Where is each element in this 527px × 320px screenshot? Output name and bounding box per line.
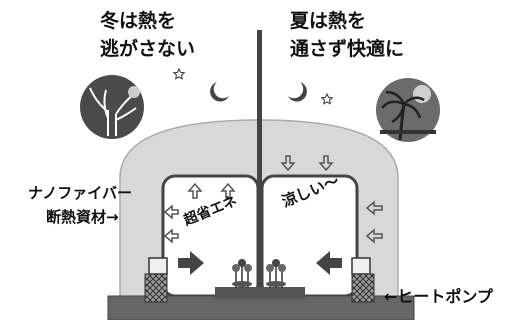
plant-right <box>266 259 286 288</box>
arrow-left-icon <box>316 251 342 275</box>
crescent-moon-icon-2 <box>288 82 307 102</box>
palm-tree-sun-icon <box>376 78 440 142</box>
summer-caption-line1: 夏は熱を <box>290 10 367 32</box>
center-pole <box>257 30 262 298</box>
heat-pump-left <box>144 257 168 303</box>
heat-up-arrows <box>187 182 236 199</box>
winter-caption-line2: 逃がさない <box>100 38 196 60</box>
crescent-moon-icon <box>210 82 229 102</box>
star-icon <box>172 67 186 80</box>
arrow-right-icon <box>178 251 204 275</box>
star-icon-2 <box>320 92 334 105</box>
plant-left <box>232 259 252 288</box>
bare-tree-night-icon <box>80 75 144 139</box>
heat-block-arrows <box>365 200 383 244</box>
heat-retain-arrows <box>163 204 179 244</box>
heat-down-arrows <box>280 155 334 172</box>
plant-bed <box>215 287 305 299</box>
insulation-label-line2: 断熱資材→ <box>46 208 119 226</box>
winter-caption-line1: 冬は熱を <box>100 10 177 32</box>
summer-caption-line2: 通さず快適に <box>290 38 405 60</box>
heat-pump-right <box>351 257 375 303</box>
heat-pump-label: ←ヒートポンプ <box>384 287 493 306</box>
insulation-label-line1: ナノファイバー <box>28 184 132 202</box>
